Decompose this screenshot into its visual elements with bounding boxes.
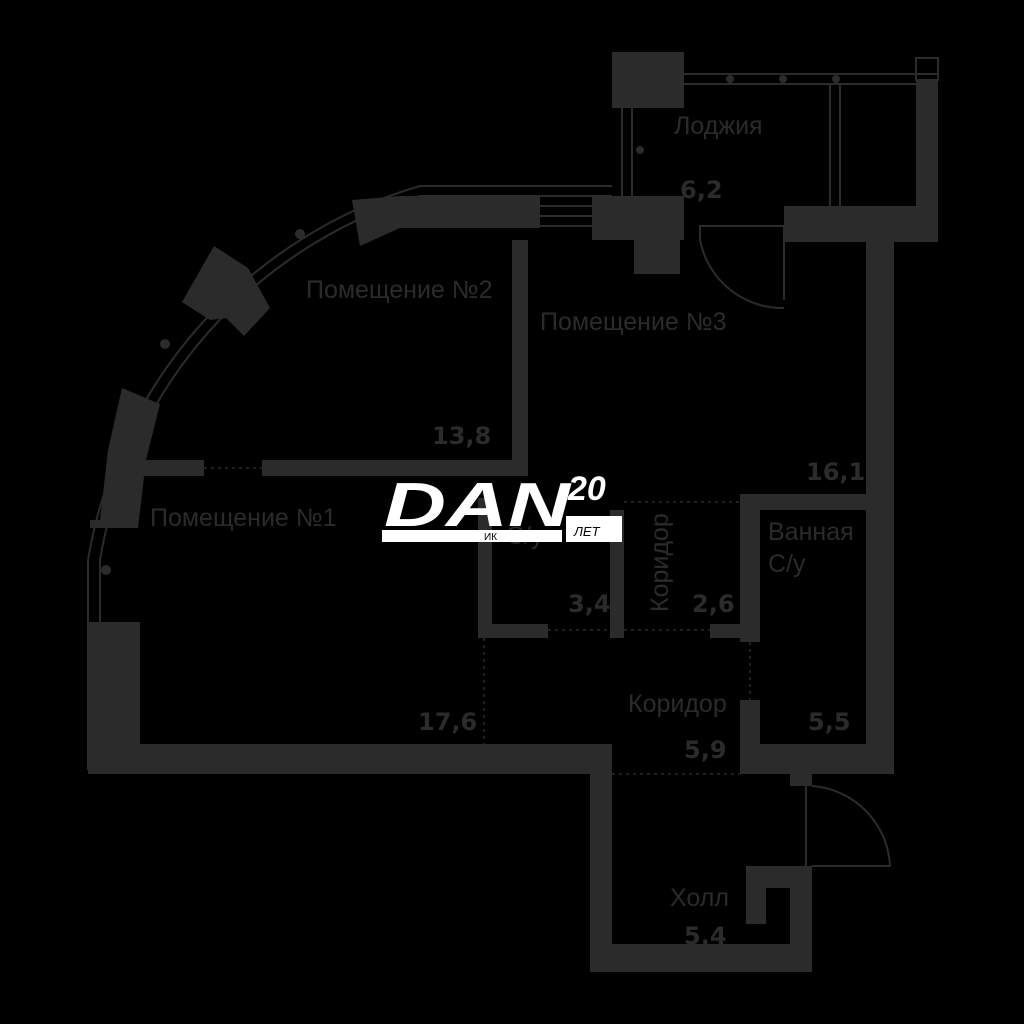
room-name-3: Помещение №3 [540,308,727,336]
logo-sub: ЛЕТ [573,524,601,539]
room-area-loggia: 6,2 [680,176,723,204]
room-area-corridor-small: 2,6 [692,590,735,618]
room-area-1: 17,6 [418,708,477,736]
room-labels: Лоджия 6,2 Помещение №2 13,8 Помещение №… [150,112,865,950]
room-area-hall: 5,4 [684,922,727,950]
room-name-loggia: Лоджия [674,112,763,140]
room-name-2: Помещение №2 [306,276,493,304]
room-area-3: 16,1 [806,458,865,486]
room-name-bathroom-line2: С/у [768,550,806,578]
logo-small: ИК [484,532,497,543]
room-area-2: 13,8 [432,422,491,450]
room-name-bathroom-line1: Ванная [768,518,854,546]
walls [88,52,938,972]
loggia-glazing [540,57,939,227]
room-name-1: Помещение №1 [150,504,337,532]
doors [699,225,892,867]
room-area-bathroom: 5,5 [808,708,851,736]
room-area-wc: 3,4 [568,590,611,618]
curved-window-wall [87,185,612,770]
room-name-hall: Холл [670,884,729,912]
room-name-corridor-small: Коридор [646,513,674,612]
room-area-corridor: 5,9 [684,736,727,764]
logo-number: 20 [567,470,606,508]
openings [204,467,751,775]
logo-wordmark: DAN [384,471,572,540]
brand-logo: DAN 20 ЛЕТ ИК [382,470,622,543]
room-name-corridor: Коридор [628,690,727,718]
